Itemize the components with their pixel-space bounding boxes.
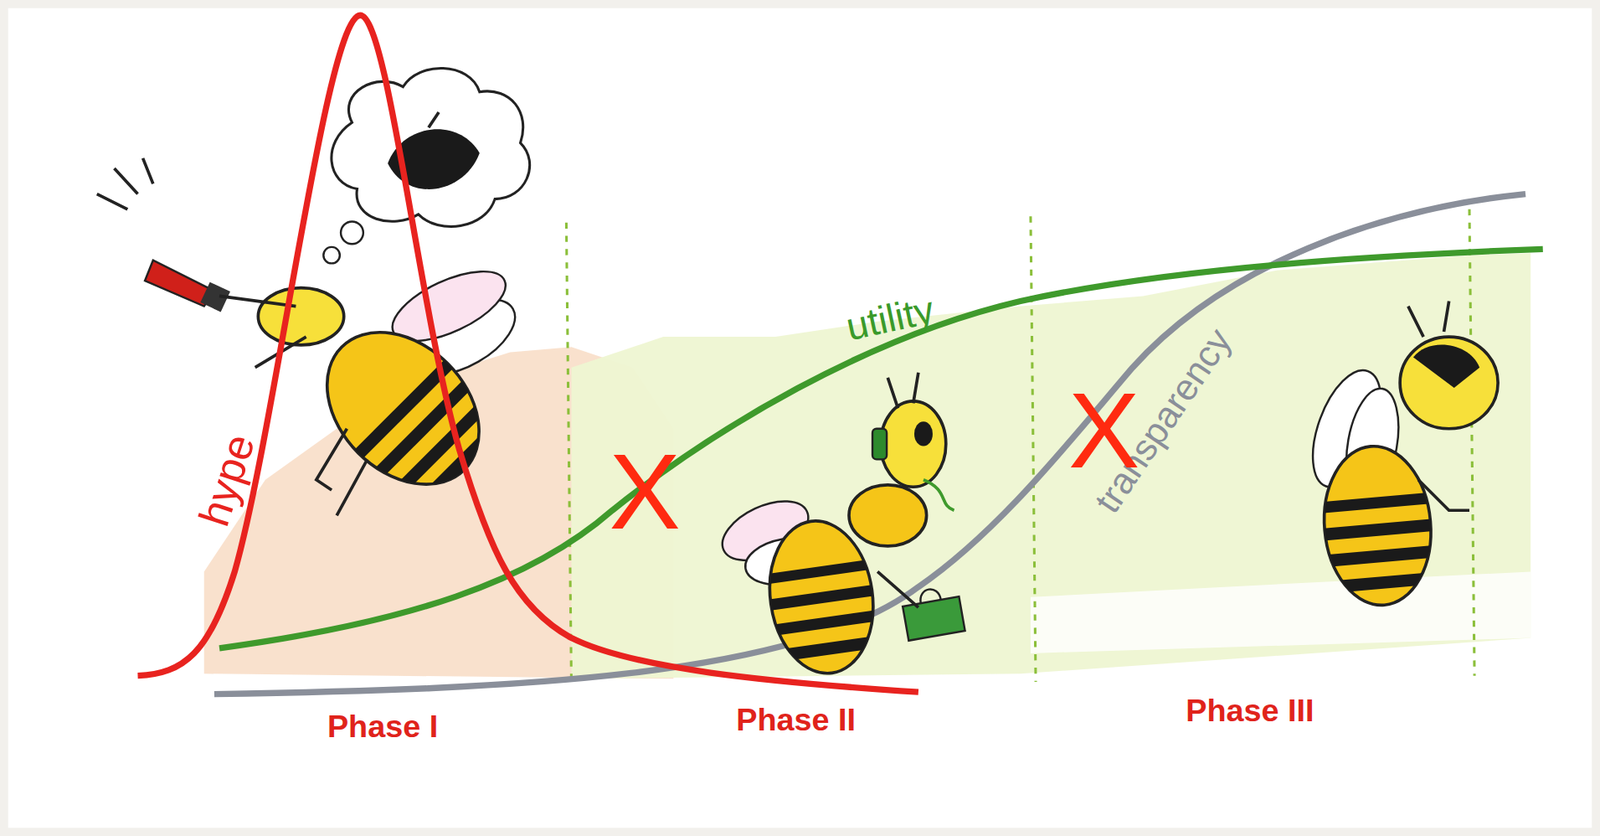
bee-megaphone	[97, 67, 530, 520]
bee-relaxed	[1299, 300, 1498, 610]
cross-mark: X	[609, 437, 681, 546]
utility-curve	[219, 248, 1544, 648]
cross-mark: X	[1068, 376, 1140, 484]
bee-phone	[713, 372, 966, 682]
hype-curve	[138, 15, 919, 692]
phase-label: Phase III	[1185, 695, 1314, 728]
page-ground	[8, 8, 1593, 829]
phase-label: Phase II	[735, 704, 856, 737]
paper-tear	[1030, 571, 1531, 653]
curve-label: utility	[842, 290, 937, 347]
curve-label: hype	[191, 428, 262, 530]
phase-label: Phase I	[327, 710, 438, 743]
transparency-curve	[214, 194, 1526, 695]
